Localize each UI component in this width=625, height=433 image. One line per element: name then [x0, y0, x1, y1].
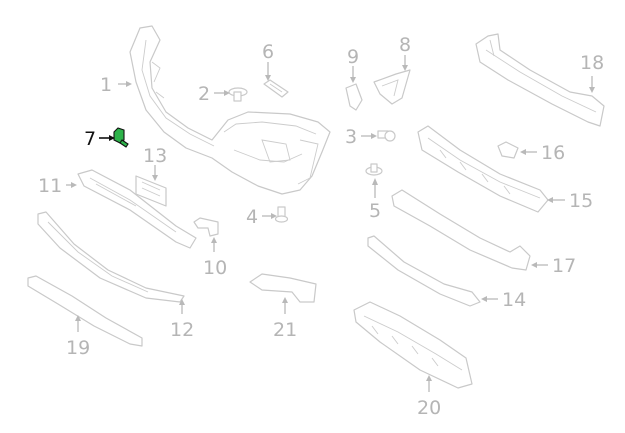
- callout-10[interactable]: 10: [203, 257, 227, 279]
- arrow-13: [152, 175, 158, 181]
- arrow-19: [75, 315, 81, 321]
- small-bracket-part-6[interactable]: [263, 79, 289, 98]
- callout-7[interactable]: 7: [84, 128, 96, 150]
- arrow-6: [265, 75, 271, 81]
- arrow-8: [402, 65, 408, 71]
- arrow-20: [426, 375, 432, 381]
- screw-part-3[interactable]: [377, 130, 396, 142]
- callout-8[interactable]: 8: [399, 34, 411, 56]
- push-clip-part[interactable]: [228, 87, 248, 102]
- lower-grille-part-20[interactable]: [353, 301, 473, 389]
- callout-16[interactable]: 16: [541, 142, 565, 164]
- callout-19[interactable]: 19: [66, 337, 90, 359]
- arrow-16: [520, 149, 526, 155]
- arrow-11: [71, 182, 77, 188]
- callout-15[interactable]: 15: [569, 190, 593, 212]
- callout-5[interactable]: 5: [369, 200, 381, 222]
- callout-14[interactable]: 14: [502, 289, 526, 311]
- bumper-cover-part[interactable]: [129, 25, 331, 195]
- small-bracket-part-16[interactable]: [497, 141, 519, 159]
- mount-bracket-part-10[interactable]: [193, 217, 219, 237]
- arrow-1: [126, 81, 132, 87]
- lower-trim-part-19[interactable]: [27, 275, 143, 347]
- callout-3[interactable]: 3: [345, 126, 357, 148]
- reinforcement-part-17[interactable]: [391, 189, 531, 271]
- grille-insert-part-11[interactable]: [77, 169, 197, 249]
- arrow-15: [547, 197, 553, 203]
- callout-11[interactable]: 11: [38, 175, 62, 197]
- arrow-21: [282, 297, 288, 303]
- callout-1[interactable]: 1: [100, 74, 112, 96]
- arrow-5: [372, 178, 378, 185]
- bracket-part-8[interactable]: [373, 69, 411, 105]
- arrow-18: [589, 87, 595, 93]
- callout-21[interactable]: 21: [273, 319, 297, 341]
- arrow-9: [350, 77, 356, 83]
- callout-labels: 1 2 3 4 5 6 7 8 9 10 11 12 13 14 15 16 1…: [38, 34, 604, 419]
- callout-17[interactable]: 17: [552, 255, 576, 277]
- arrow-7: [109, 135, 115, 141]
- plate-part-13[interactable]: [135, 175, 167, 207]
- arrow-2: [224, 90, 230, 96]
- arrow-3: [371, 133, 377, 139]
- energy-absorber-part-15[interactable]: [417, 125, 549, 213]
- leader-lines: [66, 55, 595, 392]
- arrow-14: [481, 296, 487, 302]
- callout-12[interactable]: 12: [170, 319, 194, 341]
- bumper-beam-part-18[interactable]: [475, 33, 605, 127]
- callout-18[interactable]: 18: [580, 52, 604, 74]
- deflector-part-21[interactable]: [249, 273, 317, 303]
- screw-part-5[interactable]: [365, 163, 383, 176]
- arrow-17: [531, 262, 537, 268]
- callout-9[interactable]: 9: [347, 46, 359, 68]
- stud-clip-part[interactable]: [274, 206, 289, 223]
- arrow-4: [271, 213, 277, 219]
- callout-6[interactable]: 6: [262, 41, 274, 63]
- callout-13[interactable]: 13: [143, 145, 167, 167]
- arrow-10: [211, 237, 217, 243]
- callout-4[interactable]: 4: [246, 206, 258, 228]
- highlighted-clip-part[interactable]: [113, 127, 129, 148]
- bracket-part-9[interactable]: [345, 83, 363, 111]
- arrow-12: [179, 299, 185, 305]
- callout-2[interactable]: 2: [198, 83, 210, 105]
- trim-strip-part-14[interactable]: [367, 235, 481, 307]
- callout-20[interactable]: 20: [417, 397, 441, 419]
